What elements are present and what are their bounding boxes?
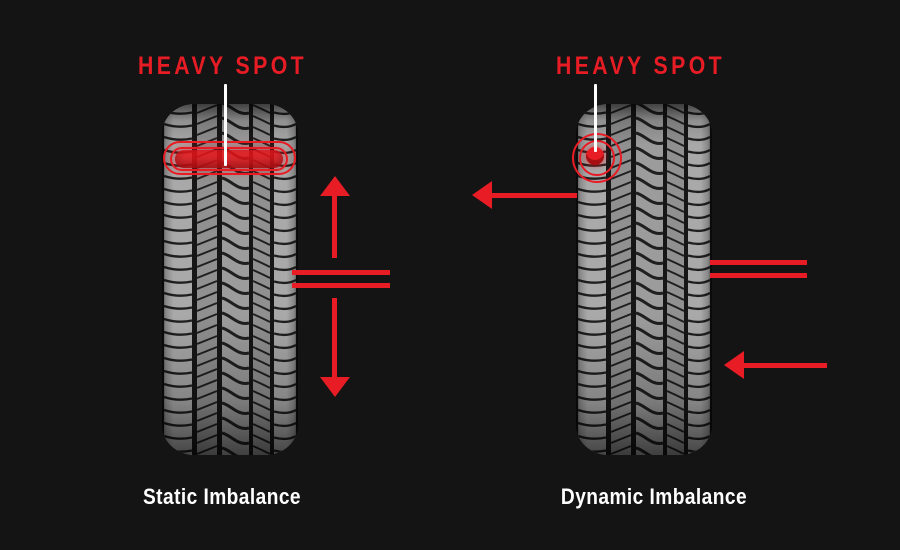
pointer-line xyxy=(224,84,227,166)
axle-line-bottom xyxy=(292,283,390,288)
axle-line-top xyxy=(710,260,807,265)
left-arrow-icon-bottom xyxy=(724,351,744,379)
left-arrow-top-shaft xyxy=(491,193,577,198)
left-arrow-icon-top xyxy=(472,181,492,209)
tire-illustration xyxy=(575,103,713,456)
left-arrow-bottom-shaft xyxy=(743,363,827,368)
heavy-spot-band-inner-ring xyxy=(170,147,288,171)
heavy-spot-label-static: HEAVY SPOT xyxy=(137,52,308,80)
heavy-spot-target-outer-ring xyxy=(572,133,622,183)
axle-line-top xyxy=(292,270,390,275)
up-arrow-icon xyxy=(320,176,350,196)
static-imbalance-caption: Static Imbalance xyxy=(142,484,302,509)
pointer-line xyxy=(594,84,597,152)
axle-line-bottom xyxy=(710,273,807,278)
down-arrow-icon xyxy=(320,377,350,397)
heavy-spot-dot xyxy=(586,147,604,165)
heavy-spot-band-fill xyxy=(175,150,283,168)
up-arrow-shaft xyxy=(332,196,337,258)
down-arrow-shaft xyxy=(332,298,337,377)
dynamic-imbalance-caption: Dynamic Imbalance xyxy=(560,484,748,509)
heavy-spot-target-inner-ring xyxy=(579,140,615,176)
heavy-spot-band-outer-ring xyxy=(163,141,296,175)
heavy-spot-label-dynamic: HEAVY SPOT xyxy=(555,52,726,80)
